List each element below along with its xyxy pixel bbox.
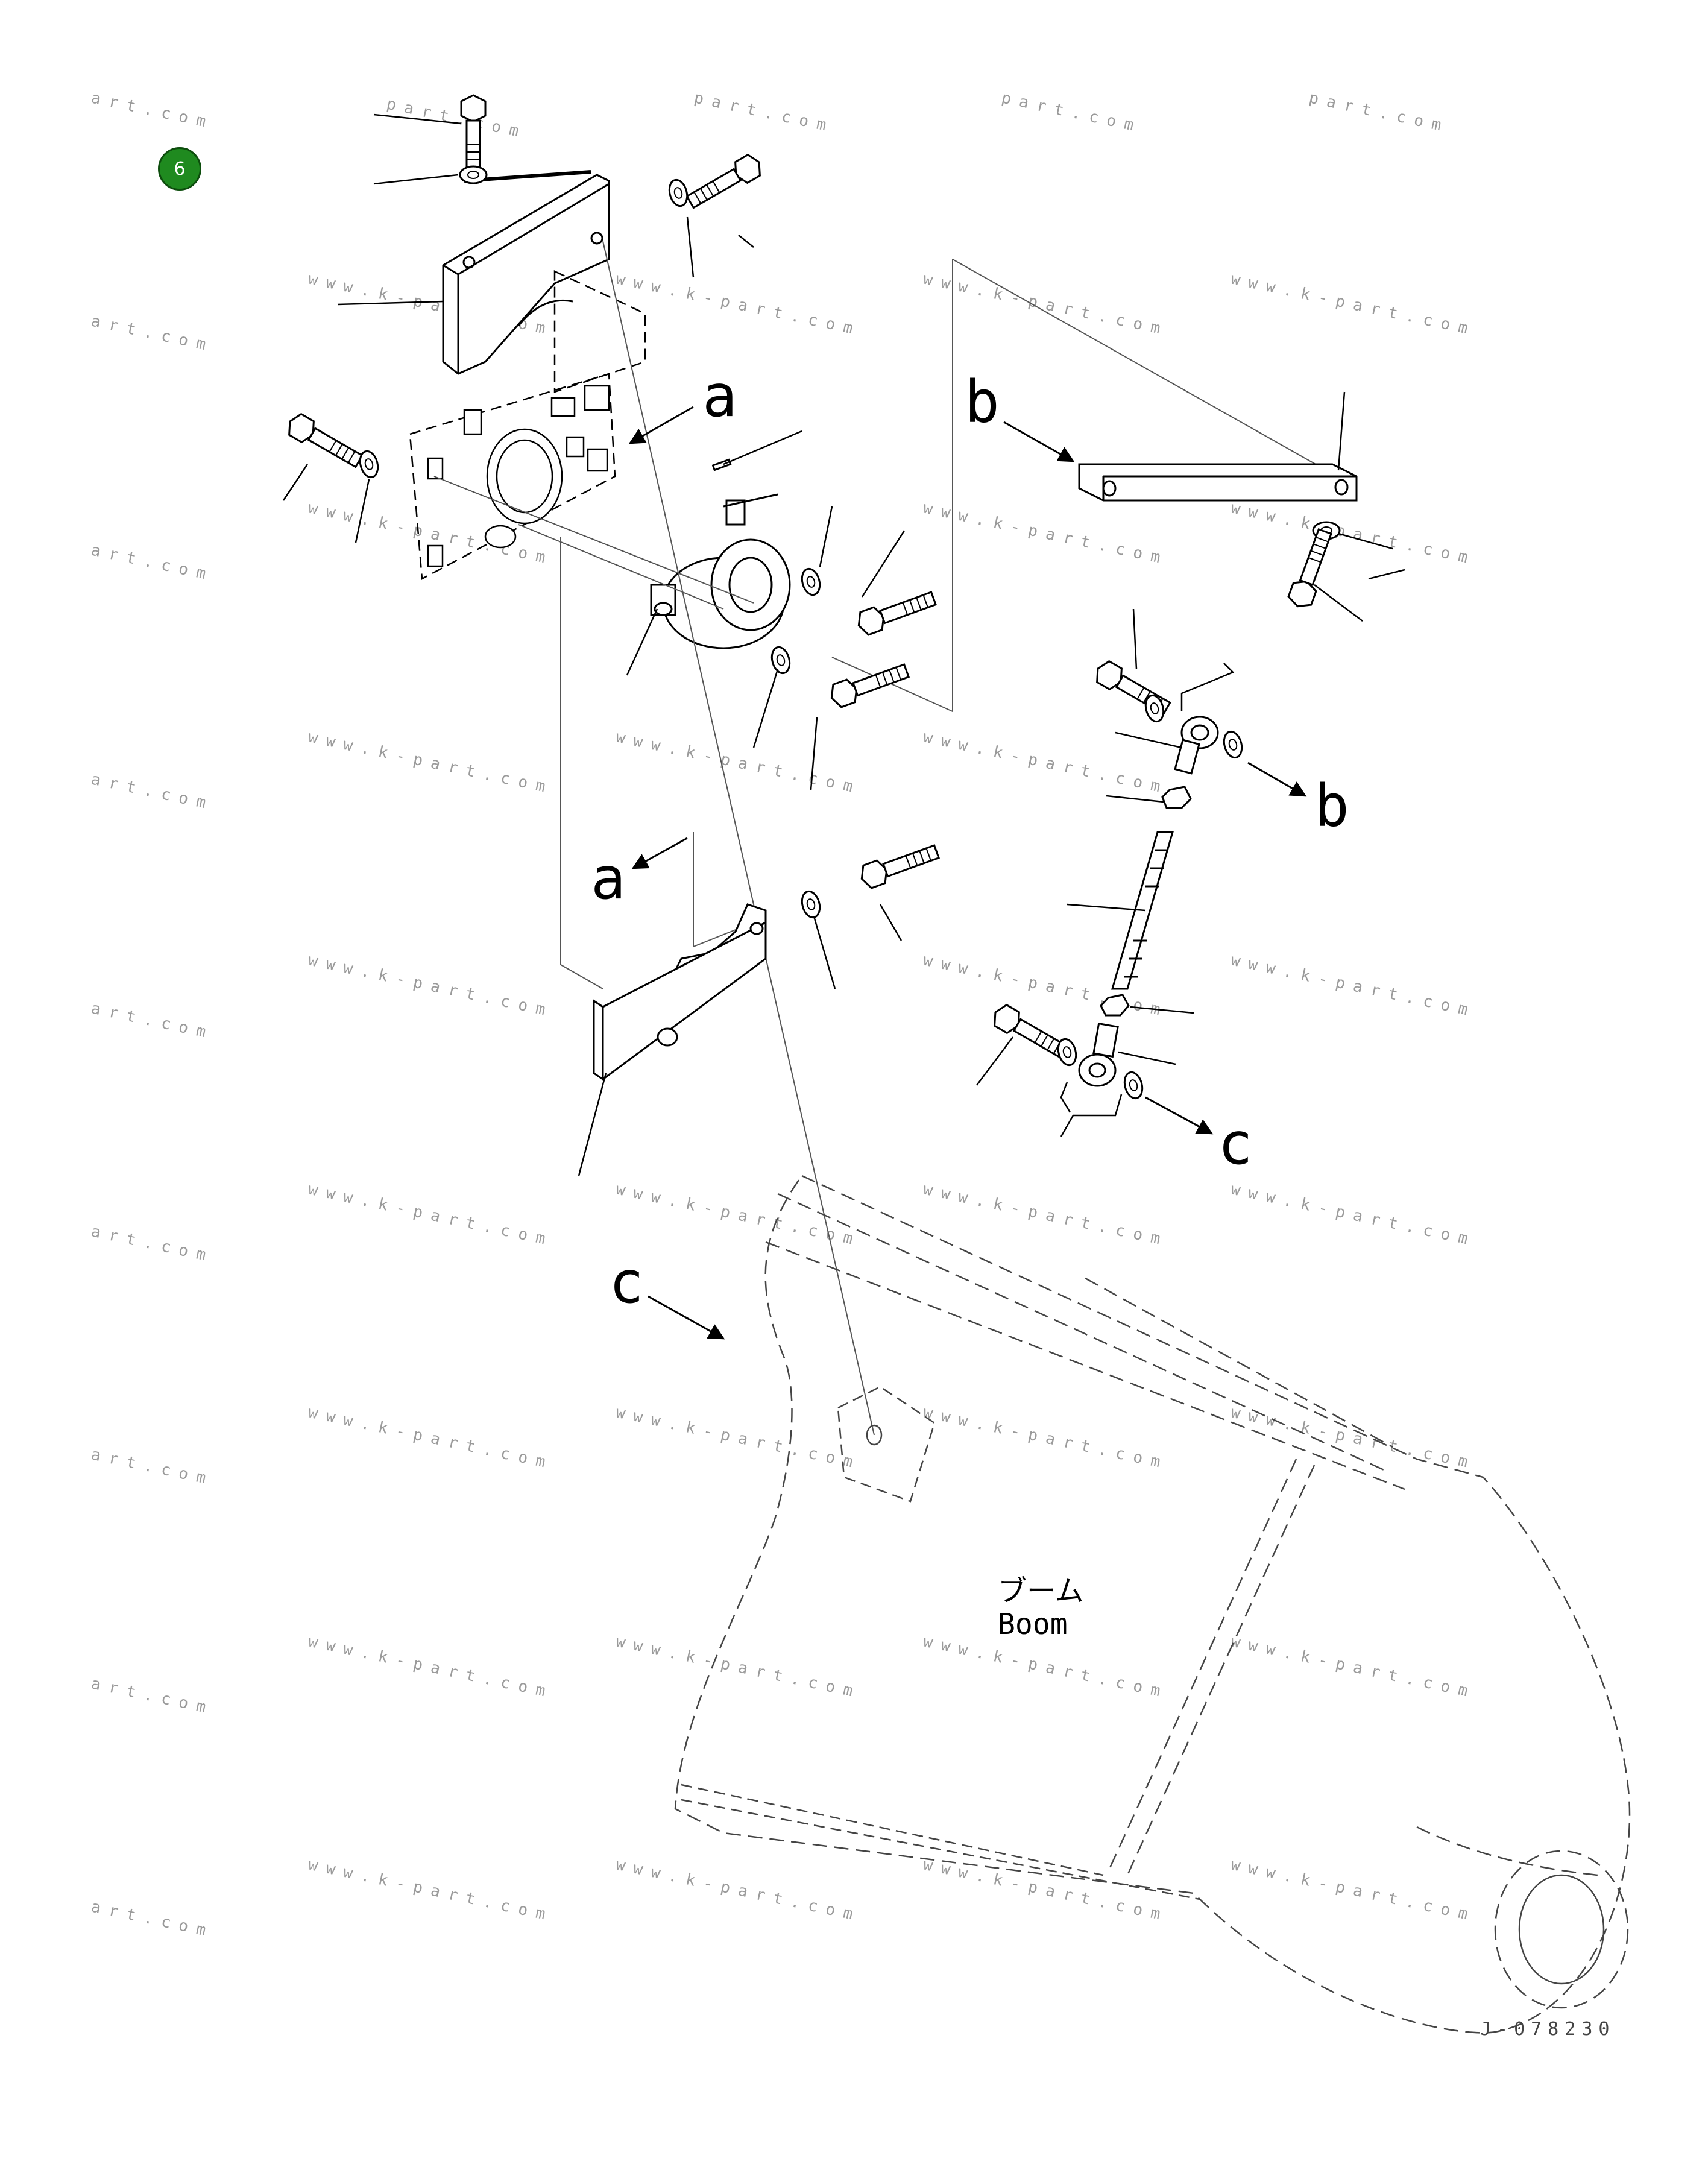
watermark-art: art.com <box>90 312 216 356</box>
watermark-kpart: www.k-part.com <box>1229 1404 1478 1474</box>
watermark-kpart: www.k-part.com <box>1229 270 1478 340</box>
watermark-kpart: www.k-part.com <box>1229 1633 1478 1703</box>
watermark-kpart: www.k-part.com <box>922 1856 1170 1926</box>
watermark-kpart: www.k-part.com <box>922 1181 1170 1250</box>
boom-label-jp: ブーム <box>998 1574 1084 1608</box>
watermark-art: art.com <box>90 541 216 585</box>
watermark-kpart: www.k-part.com <box>922 270 1170 340</box>
bracket-icon <box>409 270 646 580</box>
washer-icon <box>798 888 824 921</box>
watermark-kpart: www.k-part.com <box>307 1404 555 1474</box>
guard-bracket-icon <box>593 903 767 1081</box>
watermark-part: part.com <box>1308 89 1451 137</box>
item-number-badge[interactable]: 6 <box>158 147 201 191</box>
leader-lines <box>282 113 1405 1176</box>
rod-end-lower <box>1078 1022 1119 1087</box>
watermark-art: art.com <box>90 89 216 133</box>
cover-icon <box>442 170 610 375</box>
washer-icon <box>768 644 793 676</box>
sensor-assembly <box>650 458 791 649</box>
watermark-art: art.com <box>90 1898 216 1942</box>
watermark-kpart: www.k-part.com <box>614 1856 863 1926</box>
washer-icon <box>1121 1069 1146 1102</box>
item-number-text: 6 <box>174 158 186 180</box>
boom-outline <box>674 1175 1631 2034</box>
watermark-kpart: www.k-part.com <box>922 1404 1170 1474</box>
callout-b-upper: b <box>965 368 1000 436</box>
drawing-code: J-078230 <box>1480 2019 1616 2040</box>
nut-icon <box>1161 786 1192 809</box>
watermark-kpart: www.k-part.com <box>307 1856 555 1926</box>
watermark-kpart: www.k-part.com <box>1229 1856 1478 1926</box>
nut-icon <box>1100 994 1130 1017</box>
watermark-art: art.com <box>90 1675 216 1719</box>
watermark-kpart: www.k-part.com <box>1229 499 1478 569</box>
callout-a-lower: a <box>591 845 626 912</box>
watermark-art: art.com <box>90 1446 216 1490</box>
watermark-art: art.com <box>90 771 216 815</box>
bolt-icon <box>853 586 939 638</box>
callout-b-lower: b <box>1314 772 1349 840</box>
bolt-icon <box>826 658 912 710</box>
watermark-layer: part.com part.com part.com part.com art.… <box>90 89 1478 1942</box>
watermark-art: art.com <box>90 1000 216 1044</box>
watermark-kpart: www.k-part.com <box>614 1633 863 1703</box>
callout-c-right: c <box>1218 1110 1253 1178</box>
watermark-kpart: www.k-part.com <box>307 1633 555 1703</box>
watermark-kpart: www.k-part.com <box>1229 951 1478 1021</box>
boom-label-en: Boom <box>998 1607 1068 1641</box>
watermark-kpart: www.k-part.com <box>1229 1181 1478 1250</box>
bolt-icon <box>856 839 942 891</box>
washer-icon <box>459 165 488 184</box>
bolt-icon <box>683 151 766 213</box>
watermark-part: part.com <box>1000 89 1144 137</box>
watermark-art: art.com <box>90 1223 216 1267</box>
watermark-kpart: www.k-part.com <box>922 499 1170 569</box>
rod-end-upper <box>1174 716 1219 775</box>
fasteners-left <box>283 94 942 921</box>
bolt-icon <box>283 410 366 473</box>
watermark-kpart: www.k-part.com <box>307 1181 555 1250</box>
arrow-icon <box>628 406 1307 1340</box>
watermark-kpart: www.k-part.com <box>922 728 1170 798</box>
bolt-icon <box>460 94 487 176</box>
callout-a-upper: a <box>702 362 737 430</box>
watermark-kpart: www.k-part.com <box>614 270 863 340</box>
watermark-kpart: www.k-part.com <box>307 951 555 1021</box>
washer-icon <box>798 566 824 598</box>
watermark-part: part.com <box>693 89 836 137</box>
callout-c-boom: c <box>609 1249 644 1316</box>
bolt-icon <box>1285 526 1337 612</box>
watermark-kpart: www.k-part.com <box>614 1404 863 1474</box>
watermark-kpart: www.k-part.com <box>922 1633 1170 1703</box>
washer-icon <box>1220 728 1246 761</box>
watermark-kpart: www.k-part.com <box>307 728 555 798</box>
washer-icon <box>666 177 691 209</box>
watermark-kpart: www.k-part.com <box>614 728 863 798</box>
assembly-guide-lines <box>433 241 1327 1436</box>
linkage-rod-icon <box>1078 463 1358 502</box>
